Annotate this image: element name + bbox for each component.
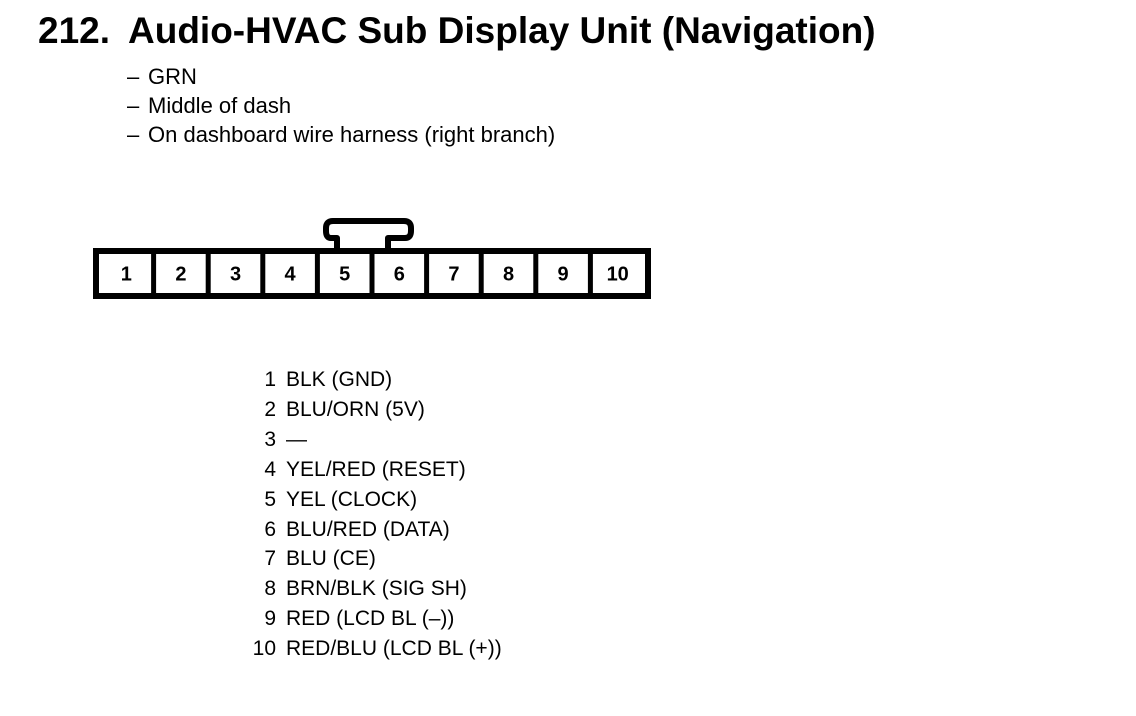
cavity-number-6: 6	[394, 264, 405, 286]
pinout-row: 1 BLK (GND)	[252, 365, 502, 395]
cavity-number-1: 1	[121, 264, 132, 286]
note-text: GRN	[148, 64, 197, 89]
pin-number: 6	[264, 517, 276, 541]
connector-lock-tab	[323, 218, 414, 253]
diagram-title: Audio-HVAC Sub Display Unit (Navigation)	[128, 10, 876, 51]
pinout-row: 9 RED (LCD BL (–))	[252, 604, 502, 634]
note-dash: –	[127, 64, 140, 89]
diagram-number: 212.	[38, 10, 111, 51]
cavity-number-5: 5	[339, 264, 350, 286]
pin-description: BLU (CE)	[286, 547, 376, 571]
page-title: 212. Audio-HVAC Sub Display Unit (Navigat…	[38, 10, 876, 52]
pinout-row: 10 RED/BLU (LCD BL (+))	[252, 634, 502, 664]
pin-description: BLU/RED (DATA)	[286, 517, 450, 541]
note-color: –GRN	[127, 62, 555, 91]
note-dash: –	[127, 93, 140, 118]
pin-description: —	[286, 427, 307, 451]
cavity-number-4: 4	[285, 264, 297, 286]
cavity-number-10: 10	[607, 264, 629, 286]
pinout-row: 5 YEL (CLOCK)	[252, 485, 502, 515]
cavity-number-2: 2	[175, 264, 186, 286]
pin-description: YEL/RED (RESET)	[286, 457, 466, 481]
note-text: On dashboard wire harness (right branch)	[148, 122, 556, 147]
note-text: Middle of dash	[148, 93, 292, 118]
note-dash: –	[127, 122, 140, 147]
pinout-row: 6 BLU/RED (DATA)	[252, 515, 502, 545]
pin-description: BLK (GND)	[286, 368, 393, 391]
pin-description: YEL (CLOCK)	[286, 487, 418, 511]
pin-description: BLU/ORN (5V)	[286, 397, 425, 421]
pin-number: 8	[264, 577, 276, 601]
pin-number: 1	[264, 368, 276, 391]
pin-number: 3	[264, 427, 276, 451]
note-harness: –On dashboard wire harness (right branch…	[127, 120, 555, 149]
pinout-row: 2 BLU/ORN (5V)	[252, 395, 502, 425]
cavity-number-9: 9	[558, 264, 569, 286]
pin-number: 2	[264, 397, 276, 421]
pinout-row: 8 BRN/BLK (SIG SH)	[252, 574, 502, 604]
cavity-number-8: 8	[503, 264, 514, 286]
pin-number: 4	[264, 457, 276, 481]
pin-number: 7	[264, 547, 276, 571]
pin-number: 10	[252, 637, 276, 661]
pinout-row: 4 YEL/RED (RESET)	[252, 455, 502, 485]
pin-number: 5	[264, 487, 276, 511]
note-location: –Middle of dash	[127, 91, 555, 120]
pin-description: RED (LCD BL (–))	[286, 607, 455, 631]
pin-description: BRN/BLK (SIG SH)	[286, 577, 467, 601]
pin-number: 9	[264, 607, 276, 631]
pinout-row: 7 BLU (CE)	[252, 544, 502, 574]
connector-cavities: 1 2 3 4 5 6 7 8 9 10	[121, 251, 629, 296]
pin-description: RED/BLU (LCD BL (+))	[286, 637, 502, 661]
cavity-number-7: 7	[448, 264, 459, 286]
connector-notes: –GRN –Middle of dash –On dashboard wire …	[127, 62, 555, 149]
cavity-number-3: 3	[230, 264, 241, 286]
pinout-row: 3—	[252, 425, 502, 455]
